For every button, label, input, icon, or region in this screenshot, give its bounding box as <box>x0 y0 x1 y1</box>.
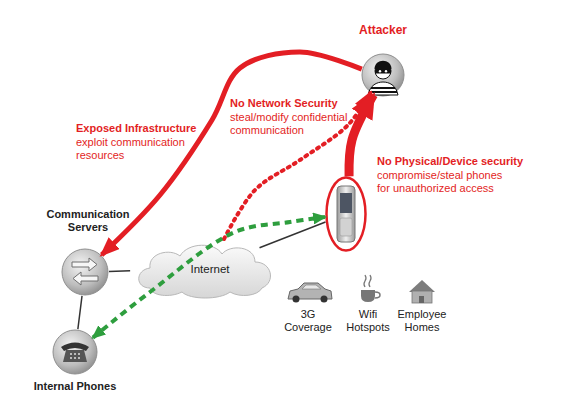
mobile-phone-screen <box>340 193 352 213</box>
mobile-device-node: No Physical/Device securitycompromise/st… <box>325 176 367 252</box>
node-title: Internal Phones <box>20 380 130 393</box>
call-path-arrow <box>93 217 325 338</box>
network-link <box>78 296 82 329</box>
desk-phone-keys <box>70 354 80 358</box>
cloud-shape <box>139 245 271 298</box>
burglar-eye <box>385 70 387 72</box>
desk-phone-base <box>63 350 87 362</box>
server-arrow <box>72 258 97 271</box>
car-window <box>302 285 321 289</box>
cloud-label: Internet <box>175 263 245 276</box>
cup-handle <box>375 292 380 298</box>
house-door <box>419 296 424 303</box>
node-title: Attacker <box>331 24 435 37</box>
desk-phone-handset <box>61 343 89 352</box>
callout-body: exploit communication resources <box>76 136 202 162</box>
burglar-eye <box>379 70 381 72</box>
burglar-shirt <box>368 82 398 95</box>
internal-phone-node: Internal Phones <box>52 329 98 375</box>
node-outline <box>325 176 367 252</box>
node-outline <box>361 53 405 97</box>
attack-arrow <box>102 52 362 255</box>
node-outline <box>61 248 109 296</box>
icon-circle <box>53 330 97 374</box>
network-link <box>109 270 130 272</box>
callout-body: steal/modify confidential communication <box>230 111 370 137</box>
network-link <box>260 222 326 248</box>
car-wheel <box>321 296 328 303</box>
burglar-hat <box>375 61 392 69</box>
burglar-head <box>375 63 391 79</box>
house-roof <box>409 280 435 292</box>
location-caption: Wifi Hotspots <box>338 308 398 334</box>
attack-arrow <box>349 95 373 177</box>
location-caption: 3G Coverage <box>280 308 336 334</box>
attacker-node: Attacker <box>361 53 405 97</box>
mobile-phone-keypad <box>340 218 352 236</box>
node-outline <box>52 329 98 375</box>
car-wheel <box>293 296 300 303</box>
cup-icon <box>361 290 375 302</box>
attack-arrow <box>224 93 370 239</box>
cup-steam <box>364 275 371 287</box>
internet-cloud: Internet <box>130 238 280 300</box>
burglar-mask <box>375 69 391 74</box>
callout-heading: Exposed Infrastructure <box>76 122 236 135</box>
node-title: Communication Servers <box>38 208 138 234</box>
mobile-phone-body <box>337 186 355 242</box>
house-body <box>412 291 432 303</box>
server-node: Communication Servers <box>61 248 109 296</box>
server-arrow <box>73 272 98 285</box>
burglar-stripes <box>369 88 397 92</box>
callout-heading: No Network Security <box>230 97 370 110</box>
highlight-ring <box>327 178 366 251</box>
icon-circle <box>362 54 404 96</box>
icon-circle <box>62 249 108 295</box>
location-caption: Employee Homes <box>390 308 454 334</box>
callout-body: compromise/steal phones for unauthorized… <box>377 169 512 195</box>
callout-heading: No Physical/Device security <box>377 155 563 168</box>
